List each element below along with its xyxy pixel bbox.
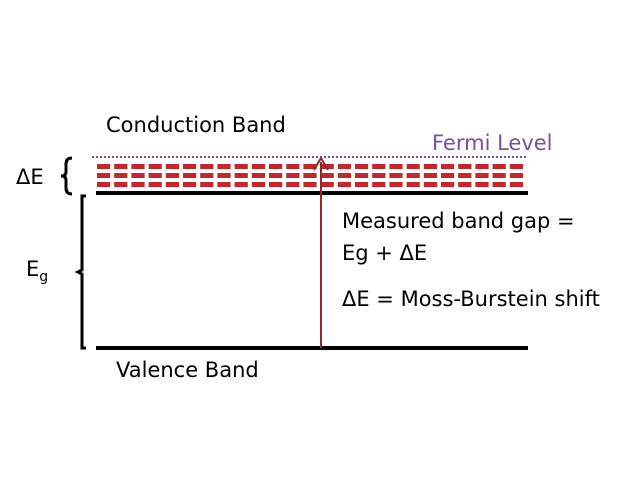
filled-state-dash <box>458 173 472 178</box>
filled-state-dash <box>286 173 300 178</box>
filled-state-dash <box>286 182 300 187</box>
filled-state-dash <box>509 164 523 169</box>
filled-state-dash <box>389 182 403 187</box>
filled-state-dash <box>475 173 489 178</box>
filled-state-dash <box>406 182 420 187</box>
filled-state-dash <box>320 182 334 187</box>
moss-burstein-label: ΔE = Moss-Burstein shift <box>342 287 600 311</box>
filled-state-dash <box>475 164 489 169</box>
filled-state-dash <box>131 164 145 169</box>
filled-state-dash <box>148 182 162 187</box>
filled-state-dash <box>234 182 248 187</box>
filled-state-dash <box>372 164 386 169</box>
filled-state-dash <box>441 164 455 169</box>
filled-state-dash <box>269 173 283 178</box>
filled-state-dash <box>458 164 472 169</box>
filled-state-dash <box>217 173 231 178</box>
filled-state-dash <box>183 182 197 187</box>
filled-state-dash <box>441 182 455 187</box>
filled-state-dash <box>423 173 437 178</box>
filled-state-dash <box>97 173 111 178</box>
eg-main: E <box>26 257 40 281</box>
filled-states <box>97 164 523 187</box>
filled-state-dash <box>492 173 506 178</box>
conduction-band-label: Conduction Band <box>106 113 286 137</box>
filled-state-dash <box>200 182 214 187</box>
filled-state-dash <box>269 182 283 187</box>
filled-state-dash <box>131 182 145 187</box>
filled-state-dash <box>441 173 455 178</box>
filled-state-dash <box>183 164 197 169</box>
filled-state-dash <box>114 173 128 178</box>
filled-state-dash <box>492 182 506 187</box>
filled-state-dash <box>251 182 265 187</box>
filled-state-dash <box>406 173 420 178</box>
filled-state-dash <box>320 173 334 178</box>
filled-state-dash <box>355 173 369 178</box>
filled-state-dash <box>303 182 317 187</box>
filled-state-dash <box>337 164 351 169</box>
valence-band-label: Valence Band <box>116 358 259 382</box>
filled-state-dash <box>286 164 300 169</box>
filled-state-dash <box>148 164 162 169</box>
filled-state-dash <box>372 182 386 187</box>
filled-state-dash <box>389 173 403 178</box>
filled-state-dash <box>165 182 179 187</box>
filled-state-dash <box>389 164 403 169</box>
filled-state-dash <box>423 164 437 169</box>
delta-e-label: ΔE <box>16 165 44 189</box>
measured-gap-line1: Measured band gap = <box>342 209 575 233</box>
fermi-level-label: Fermi Level <box>432 131 553 155</box>
filled-state-dash <box>423 182 437 187</box>
filled-state-dash <box>165 164 179 169</box>
filled-state-dash <box>131 173 145 178</box>
eg-subscript: g <box>39 269 49 286</box>
eg-bracket <box>74 194 86 350</box>
filled-state-dash <box>372 173 386 178</box>
filled-state-dash <box>251 164 265 169</box>
filled-state-dash <box>355 164 369 169</box>
filled-state-dash <box>458 182 472 187</box>
filled-state-dash <box>355 182 369 187</box>
filled-state-dash <box>200 164 214 169</box>
filled-state-dash <box>234 173 248 178</box>
eg-label: Eg <box>26 257 48 285</box>
filled-state-dash <box>406 164 420 169</box>
filled-state-dash <box>97 182 111 187</box>
filled-state-dash <box>509 173 523 178</box>
filled-state-dash <box>251 173 265 178</box>
filled-state-dash <box>475 182 489 187</box>
filled-state-dash <box>492 164 506 169</box>
filled-state-dash <box>217 182 231 187</box>
filled-state-dash <box>509 182 523 187</box>
filled-state-dash <box>337 182 351 187</box>
filled-state-dash <box>165 173 179 178</box>
filled-state-dash <box>303 164 317 169</box>
filled-state-dash <box>114 182 128 187</box>
filled-state-dash <box>148 173 162 178</box>
filled-state-dash <box>320 164 334 169</box>
filled-state-dash <box>200 173 214 178</box>
filled-state-dash <box>269 164 283 169</box>
filled-state-dash <box>183 173 197 178</box>
delta-e-brace <box>60 156 73 196</box>
filled-state-dash <box>234 164 248 169</box>
arrow-head-icon <box>313 156 329 171</box>
filled-state-dash <box>97 164 111 169</box>
measured-gap-line2: Eg + ΔE <box>342 241 428 265</box>
filled-state-dash <box>337 173 351 178</box>
filled-state-dash <box>303 173 317 178</box>
filled-state-dash <box>114 164 128 169</box>
filled-state-dash <box>217 164 231 169</box>
